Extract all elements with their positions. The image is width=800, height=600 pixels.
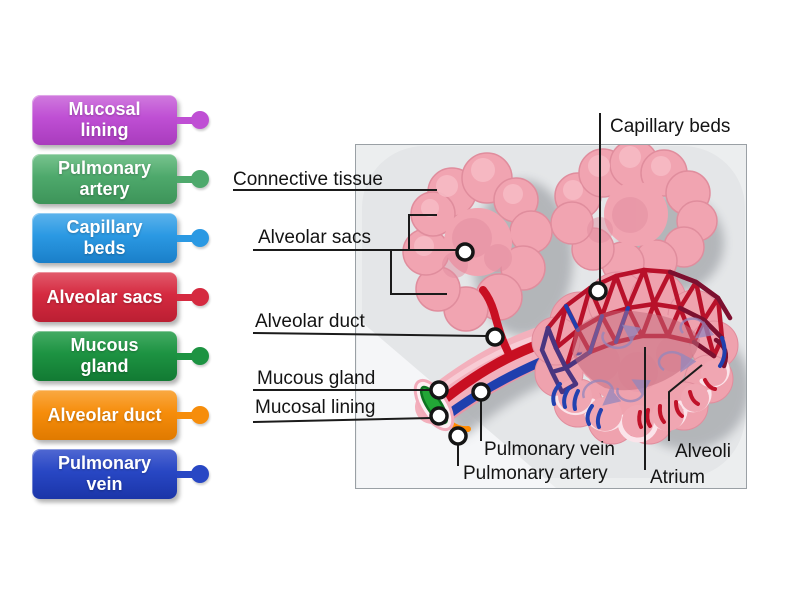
diagram-label-capillary-beds: Capillary beds (610, 116, 730, 137)
diagram-label-pulmonary-vein: Pulmonary vein (484, 439, 615, 460)
pill-label: Mucous gland (70, 335, 139, 376)
pill-label: Alveolar duct (47, 404, 162, 425)
label-pill-mucosal-lining[interactable]: Mucosal lining (32, 95, 209, 145)
pill-label: Pulmonary artery (57, 158, 152, 199)
drop-target-mucous-gland[interactable] (429, 380, 449, 400)
illustration (357, 145, 746, 488)
leader-alveolar-duct (252, 332, 487, 337)
leader-mucosal-lining (252, 417, 432, 423)
airflow-swirl-arrows (582, 317, 715, 406)
capillary-cluster (531, 267, 739, 445)
diagram-label-alveolar-duct: Alveolar duct (255, 311, 366, 332)
diagram-label-alveolar-sacs: Alveolar sacs (258, 227, 371, 248)
label-pill-alveolar-duct[interactable]: Alveolar duct (32, 390, 209, 440)
label-pill-alveolar-sacs[interactable]: Alveolar sacs (32, 272, 209, 322)
diagram-label-mucosal-lining: Mucosal lining (255, 397, 375, 418)
diagram-label-atrium: Atrium (650, 467, 705, 488)
pill-label: Pulmonary vein (57, 453, 152, 494)
diagram-label-alveoli: Alveoli (675, 441, 731, 462)
pill-label: Capillary beds (66, 217, 143, 258)
diagram-labels: Connective tissue Alveolar sacs Alveolar… (233, 116, 731, 488)
diagram-label-mucous-gland: Mucous gland (257, 368, 375, 389)
diagram-label-connective-tissue: Connective tissue (233, 169, 383, 190)
leader-alveoli (668, 364, 703, 441)
label-pill-pulmonary-artery[interactable]: Pulmonary artery (32, 154, 209, 204)
drop-target-mucosal-lining[interactable] (429, 406, 449, 426)
drop-target-pulmonary-vein[interactable] (471, 382, 491, 402)
drop-target-capillary-beds[interactable] (588, 281, 608, 301)
comb-vessels (551, 378, 717, 429)
drop-target-alveolar-sacs[interactable] (455, 242, 475, 262)
label-pill-pulmonary-vein[interactable]: Pulmonary vein (32, 449, 209, 499)
drop-target-pulmonary-artery[interactable] (448, 426, 468, 446)
leader-lines (233, 113, 703, 470)
drop-targets (429, 242, 608, 446)
pill-label: Mucosal lining (68, 99, 141, 140)
drop-target-alveolar-duct[interactable] (485, 327, 505, 347)
atrium-overlay (572, 310, 700, 391)
diagram-label-pulmonary-artery: Pulmonary artery (463, 463, 608, 484)
leader-alveolar-sacs (253, 214, 456, 295)
pill-label: Alveolar sacs (46, 286, 163, 307)
word-bank: Mucosal lining Pulmonary artery Capillar… (32, 95, 209, 499)
